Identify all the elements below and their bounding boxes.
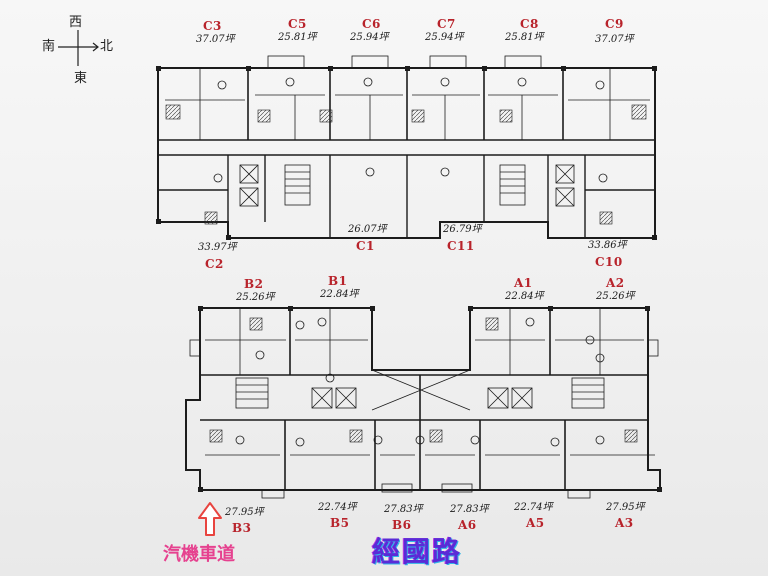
top-floor-plan: [156, 55, 657, 240]
unit-area-c7: 25.94坪: [425, 32, 464, 43]
unit-area-a2: 25.26坪: [596, 291, 635, 302]
unit-code-a1: A1: [514, 276, 533, 290]
unit-code-a5: A5: [526, 516, 545, 530]
bottom-floor-plan: [185, 306, 662, 499]
unit-area-c11: 26.79坪: [443, 224, 482, 235]
unit-area-c5: 25.81坪: [278, 32, 317, 43]
unit-area-a3: 27.95坪: [606, 502, 645, 513]
unit-area-b6: 27.83坪: [384, 504, 423, 515]
unit-area-a5: 22.74坪: [514, 502, 553, 513]
compass-icon: [58, 30, 99, 66]
driveway-arrow-icon: [198, 502, 222, 536]
compass-north-label: 北: [100, 39, 114, 54]
unit-code-c7: C7: [437, 17, 456, 31]
unit-code-b1: B1: [328, 274, 348, 288]
unit-code-c10: C10: [595, 255, 623, 269]
unit-code-a6: A6: [458, 518, 477, 532]
unit-area-a1: 22.84坪: [505, 291, 544, 302]
unit-code-c11: C11: [447, 239, 475, 253]
unit-area-c1: 26.07坪: [348, 224, 387, 235]
unit-code-b6: B6: [392, 518, 412, 532]
unit-code-c5: C5: [288, 17, 307, 31]
unit-code-a2: A2: [606, 276, 625, 290]
unit-area-c6: 25.94坪: [350, 32, 389, 43]
unit-area-b1: 22.84坪: [320, 289, 359, 300]
unit-code-c3: C3: [203, 19, 222, 33]
unit-area-b5: 22.74坪: [318, 502, 357, 513]
compass-south-label: 南: [42, 39, 56, 54]
unit-code-c6: C6: [362, 17, 381, 31]
street-label: 經國路: [372, 535, 463, 568]
compass-east-label: 東: [74, 71, 88, 86]
unit-code-c9: C9: [605, 17, 624, 31]
unit-area-c9: 37.07坪: [595, 34, 634, 45]
unit-code-c1: C1: [356, 239, 375, 253]
unit-area-c3: 37.07坪: [196, 34, 235, 45]
driveway-label: 汽機車道: [163, 544, 235, 565]
unit-code-c8: C8: [520, 17, 539, 31]
unit-code-c2: C2: [205, 257, 224, 271]
unit-area-b2: 25.26坪: [236, 292, 275, 303]
unit-code-b3: B3: [232, 521, 252, 535]
unit-code-a3: A3: [615, 516, 634, 530]
unit-area-c2: 33.97坪: [198, 242, 237, 253]
unit-area-c8: 25.81坪: [505, 32, 544, 43]
unit-area-b3: 27.95坪: [225, 507, 264, 518]
unit-area-c10: 33.86坪: [588, 240, 627, 251]
unit-code-b2: B2: [244, 277, 264, 291]
unit-code-b5: B5: [330, 516, 350, 530]
unit-area-a6: 27.83坪: [450, 504, 489, 515]
compass-west-label: 西: [69, 15, 83, 30]
